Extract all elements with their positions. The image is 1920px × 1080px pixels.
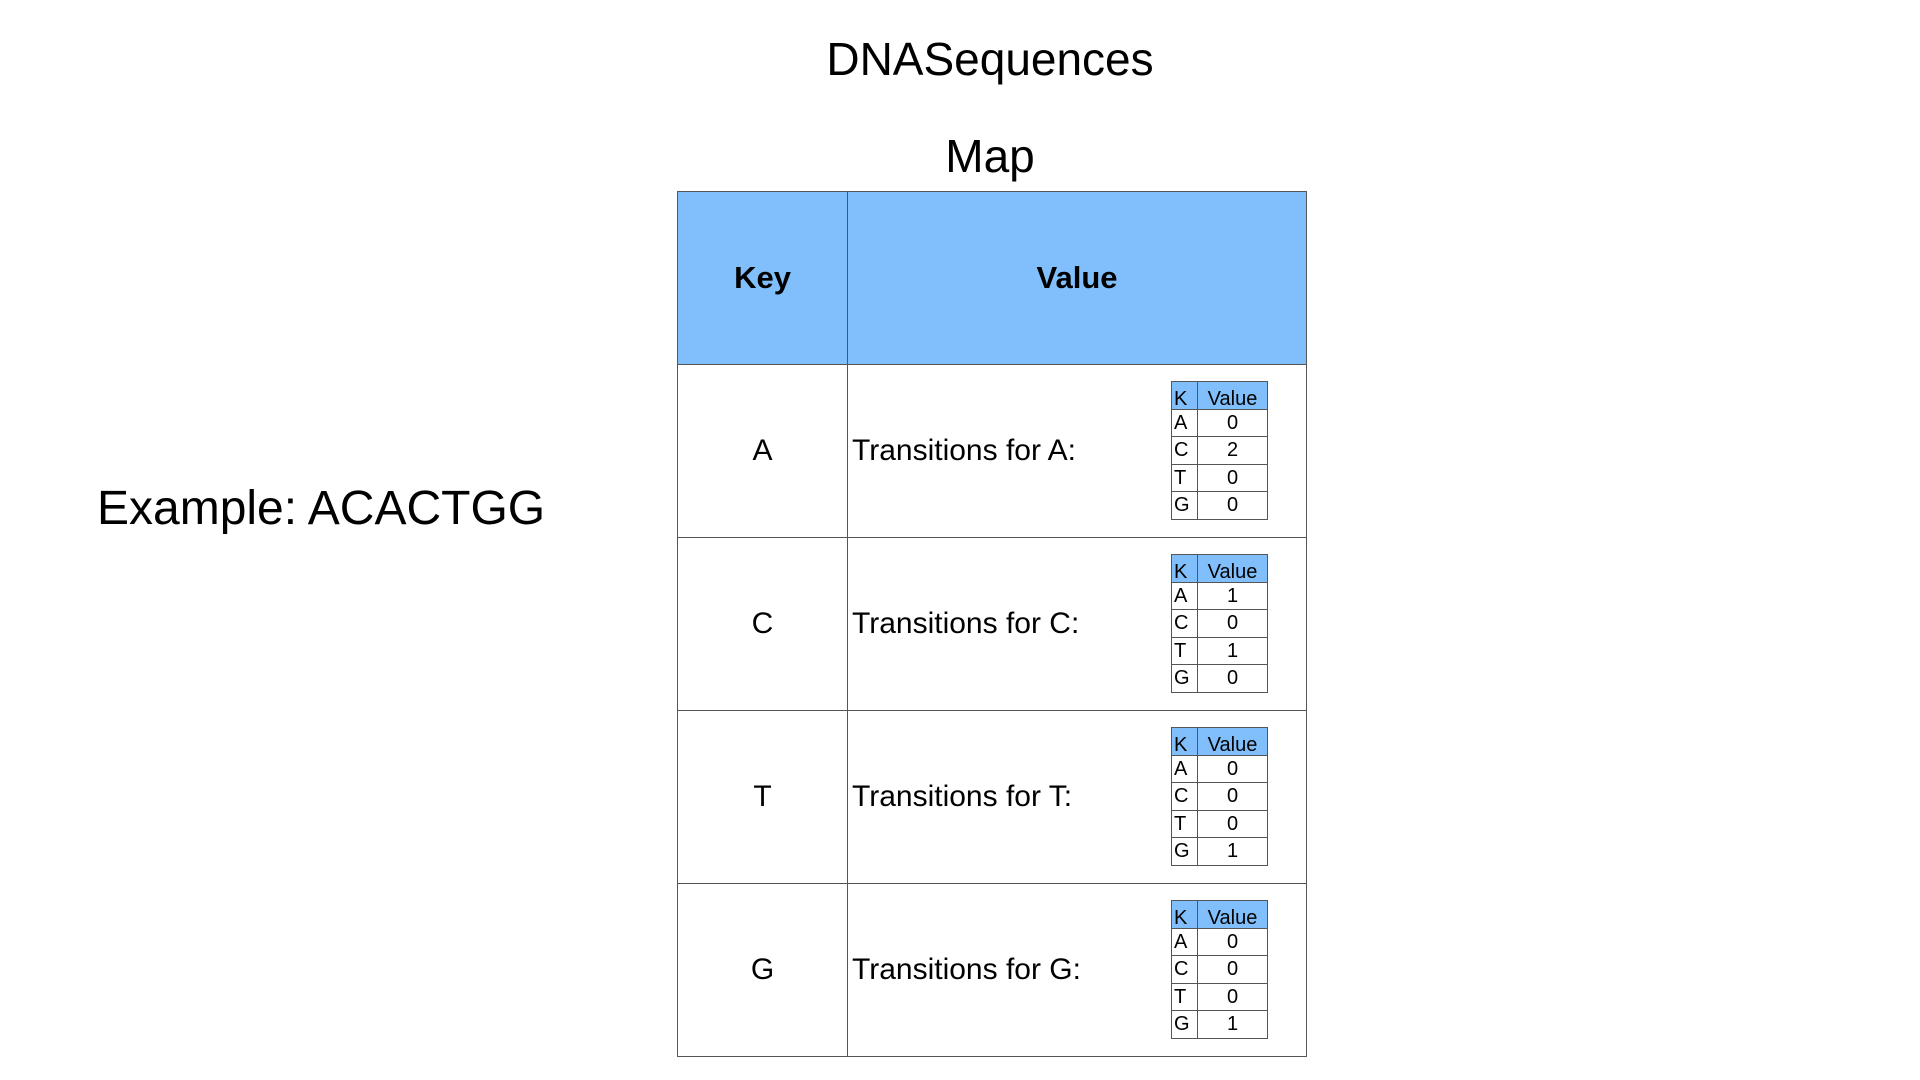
transition-key: G xyxy=(1171,837,1198,866)
transition-header-value: Value xyxy=(1197,554,1268,583)
transition-header-key: K xyxy=(1171,554,1198,583)
transition-value: 1 xyxy=(1197,1010,1268,1039)
transition-key: C xyxy=(1171,782,1198,811)
transitions-label: Transitions for C: xyxy=(852,607,1080,640)
transition-value: 0 xyxy=(1197,955,1268,984)
map-table: Key Value A Transitions for A: K Value A… xyxy=(677,191,1307,1057)
transition-header-row: K Value xyxy=(1171,900,1268,929)
transition-header-row: K Value xyxy=(1171,381,1268,410)
map-header-value: Value xyxy=(847,191,1307,365)
transition-key: A xyxy=(1171,408,1198,437)
example-label: Example: ACACTGG xyxy=(97,482,546,535)
transition-key: T xyxy=(1171,636,1198,665)
transition-value: 1 xyxy=(1197,581,1268,610)
transition-header-value: Value xyxy=(1197,727,1268,756)
transition-key: T xyxy=(1171,463,1198,492)
transition-value: 0 xyxy=(1197,754,1268,783)
transition-value: 0 xyxy=(1197,809,1268,838)
transition-value: 0 xyxy=(1197,927,1268,956)
transition-key: A xyxy=(1171,927,1198,956)
transitions-label: Transitions for T: xyxy=(852,780,1073,813)
transition-header-value: Value xyxy=(1197,381,1268,410)
transition-value: 0 xyxy=(1197,609,1268,638)
map-title: Map xyxy=(945,130,1035,182)
transition-value: 0 xyxy=(1197,408,1268,437)
transition-header-row: K Value xyxy=(1171,554,1268,583)
map-header-key: Key xyxy=(677,191,848,365)
transition-key: G xyxy=(1171,664,1198,693)
transition-key: G xyxy=(1171,491,1198,520)
map-header-row: Key Value xyxy=(677,191,1307,365)
transition-key: T xyxy=(1171,982,1198,1011)
map-key-cell: G xyxy=(677,883,848,1057)
map-key-cell: C xyxy=(677,537,848,711)
transition-value: 0 xyxy=(1197,491,1268,520)
transition-value: 0 xyxy=(1197,463,1268,492)
transition-value: 0 xyxy=(1197,982,1268,1011)
transition-key: C xyxy=(1171,609,1198,638)
transition-key: G xyxy=(1171,1010,1198,1039)
transition-key: C xyxy=(1171,436,1198,465)
map-key-cell: T xyxy=(677,710,848,884)
transitions-label: Transitions for A: xyxy=(852,434,1076,467)
transition-header-row: K Value xyxy=(1171,727,1268,756)
transition-key: T xyxy=(1171,809,1198,838)
transition-header-key: K xyxy=(1171,900,1198,929)
transition-value: 1 xyxy=(1197,636,1268,665)
transition-key: A xyxy=(1171,581,1198,610)
transition-header-key: K xyxy=(1171,381,1198,410)
transition-key: A xyxy=(1171,754,1198,783)
transition-key: C xyxy=(1171,955,1198,984)
transition-value: 2 xyxy=(1197,436,1268,465)
transitions-label: Transitions for G: xyxy=(852,953,1081,986)
page-title: DNASequences xyxy=(826,33,1154,85)
transition-value: 0 xyxy=(1197,664,1268,693)
transition-value: 1 xyxy=(1197,837,1268,866)
transition-value: 0 xyxy=(1197,782,1268,811)
transition-header-value: Value xyxy=(1197,900,1268,929)
transition-header-key: K xyxy=(1171,727,1198,756)
map-key-cell: A xyxy=(677,364,848,538)
